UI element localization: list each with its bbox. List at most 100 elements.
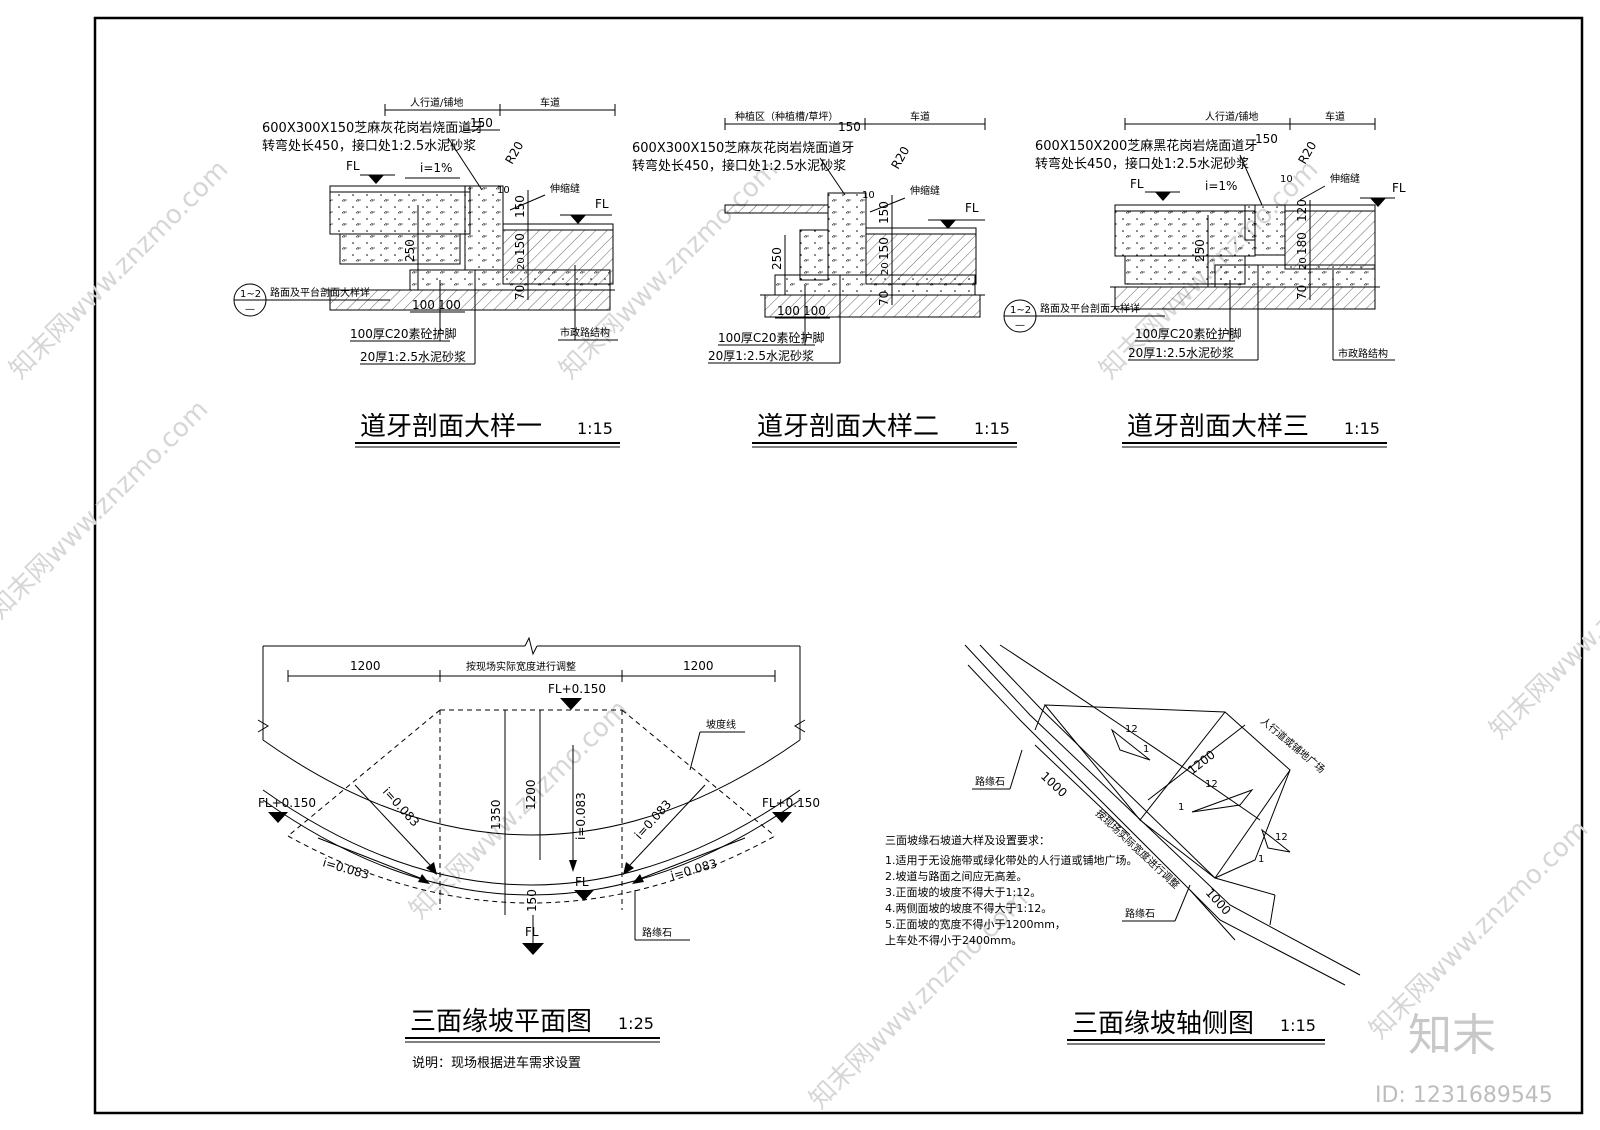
r20-label: R20 <box>1295 139 1319 166</box>
ref-text: 路面及平台剖面大样详 <box>1040 302 1140 315</box>
plan-fl-left: FL+0.150 <box>258 796 316 810</box>
ref-text: 路面及平台剖面大样详 <box>270 286 370 299</box>
expansion-joint-label: 伸缩缝 <box>1330 172 1360 185</box>
ratio-c1: 1 <box>1258 854 1264 865</box>
section-2-scale: 1:15 <box>974 419 1010 438</box>
plan-curb-stone-label: 路缘石 <box>642 926 672 939</box>
curb-spec-line1: 600X300X150芝麻灰花岗岩烧面道牙 <box>632 140 854 156</box>
axon-req-item: 1.适用于无设施带或绿化带处的人行道或铺地广场。 <box>885 853 1138 867</box>
plan-title: 三面缘坡平面图 <box>410 1007 592 1037</box>
plan-slope-mid: i=0.083 <box>574 792 588 840</box>
dim-20: 20 <box>880 262 891 275</box>
axon-req-item: 2.坡道与路面之间应无高差。 <box>885 869 1028 883</box>
ref-sub: — <box>245 304 255 315</box>
axon-curb-top-label: 路缘石 <box>975 775 1005 788</box>
mortar-label: 20厚1:2.5水泥砂浆 <box>360 349 466 364</box>
dim-150-v: 150 <box>877 201 891 224</box>
dim-150-top: 150 <box>470 116 493 130</box>
watermark-text: 知末网www.znzmo.com <box>0 394 214 625</box>
municipal-label: 市政路结构 <box>1338 347 1388 360</box>
watermark-text: 知末网www.znzmo.com <box>4 154 235 385</box>
curb-spec-line1: 600X300X150芝麻灰花岗岩烧面道牙 <box>262 120 484 136</box>
plan-dim-1200: 1200 <box>524 779 538 810</box>
watermark-logo: 知末 <box>1408 1010 1496 1061</box>
section-3-scale: 1:15 <box>1344 419 1380 438</box>
dim-150-top: 150 <box>838 120 861 134</box>
plan-dim-150: 150 <box>525 889 539 912</box>
plan-dim-right: 1200 <box>683 659 714 673</box>
axon-req-item: 3.正面坡的坡度不得大于1:12。 <box>885 885 1041 899</box>
section-1-title: 道牙剖面大样一 <box>360 412 542 442</box>
dim-70: 70 <box>877 291 891 306</box>
section-2-title: 道牙剖面大样二 <box>757 412 939 442</box>
plan-dim-left: 1200 <box>350 659 381 673</box>
plan-fl-right: FL+0.150 <box>762 796 820 810</box>
dim-250: 250 <box>770 247 784 270</box>
municipal-label: 市政路结构 <box>560 326 610 339</box>
plan-view-ramp: 1200 按现场实际宽度进行调整 1200 FL+0.150 1350 1200… <box>257 636 820 1071</box>
dim-100a: 100 <box>777 304 800 318</box>
dim-250: 250 <box>403 239 417 262</box>
expansion-joint-label: 伸缩缝 <box>910 184 940 197</box>
plan-dim-1350: 1350 <box>489 799 503 830</box>
ratio-a: 12 <box>1125 724 1138 735</box>
fl-left-label: FL <box>346 159 360 173</box>
slope-label: i=1% <box>1205 179 1237 193</box>
base-concrete-label: 100厚C20素砼护脚 <box>1135 326 1242 341</box>
r10-label: 10 <box>862 190 875 201</box>
axon-curb-bottom-label: 路缘石 <box>1125 907 1155 920</box>
dim-100b: 100 <box>438 298 461 312</box>
label-sidewalk: 人行道/铺地 <box>410 96 463 109</box>
plan-fl-top: FL+0.150 <box>548 682 606 696</box>
dim-100a: 100 <box>412 298 435 312</box>
axon-req-title: 三面坡缘石坡道大样及设置要求： <box>885 833 1050 847</box>
curb-spec-line1: 600X150X200芝麻黑花岗岩烧面道牙 <box>1035 138 1257 154</box>
section-1-scale: 1:15 <box>577 419 613 438</box>
plan-note: 说明：现场根据进车需求设置 <box>412 1055 581 1071</box>
mortar-label: 20厚1:2.5水泥砂浆 <box>1128 345 1234 360</box>
dim-70: 70 <box>513 285 527 300</box>
section-detail-2: 种植区（种植槽/草坪） 车道 150 600X300X150芝麻灰花岗岩烧面道牙… <box>632 110 1017 448</box>
base-concrete-label: 100厚C20素砼护脚 <box>350 326 457 341</box>
fl-right-label: FL <box>595 197 609 211</box>
dim-150-v2: 150 <box>877 237 891 260</box>
base-concrete-label: 100厚C20素砼护脚 <box>718 330 825 345</box>
label-road: 车道 <box>1325 110 1345 123</box>
ref-number: 1~2 <box>240 289 261 300</box>
ratio-b1: 1 <box>1178 802 1184 813</box>
plan-fl-bottom: FL <box>525 925 539 939</box>
dim-20: 20 <box>516 257 527 270</box>
expansion-joint-label: 伸缩缝 <box>550 182 580 195</box>
section-detail-1: 人行道/铺地 车道 150 600X300X150芝麻灰花岗岩烧面道牙 转弯处长… <box>233 96 620 448</box>
ref-sub: — <box>1015 320 1025 331</box>
ratio-c: 12 <box>1275 832 1288 843</box>
fl-right-label: FL <box>965 201 979 215</box>
dim-150-v2: 150 <box>513 233 527 256</box>
fl-right-label: FL <box>1392 181 1406 195</box>
dim-120: 120 <box>1295 199 1309 222</box>
axonometric-view-ramp: 12 1 12 1 12 1 1200 1000 1000 按现场实际宽度进行调… <box>885 644 1361 1045</box>
curb-spec-line2: 转弯处长450，接口处1:2.5水泥砂浆 <box>262 138 476 154</box>
ratio-b: 12 <box>1205 779 1218 790</box>
mortar-label: 20厚1:2.5水泥砂浆 <box>708 348 814 363</box>
plan-slope-arc-left: i=0.083 <box>321 855 371 882</box>
axon-title: 三面缘坡轴侧图 <box>1072 1009 1254 1039</box>
watermark-text: 知末网www.znzmo.com <box>404 694 635 925</box>
slope-label: i=1% <box>420 161 452 175</box>
curb-spec-line2: 转弯处长450，接口处1:2.5水泥砂浆 <box>1035 156 1249 172</box>
label-planting: 种植区（种植槽/草坪） <box>735 110 838 123</box>
ratio-a1: 1 <box>1143 744 1149 755</box>
dim-250: 250 <box>1193 239 1207 262</box>
curb-spec-line2: 转弯处长450，接口处1:2.5水泥砂浆 <box>632 158 846 174</box>
dim-180: 180 <box>1295 232 1309 255</box>
axon-req-item: 5.正面坡的宽度不得小于1200mm， <box>885 917 1066 931</box>
r20-label: R20 <box>502 139 526 166</box>
r20-label: R20 <box>888 144 912 171</box>
sheet-border <box>93 16 1584 1115</box>
axon-scale: 1:15 <box>1280 1016 1316 1035</box>
r10-label: 10 <box>1280 174 1293 185</box>
fl-left-label: FL <box>1130 177 1144 191</box>
section-detail-3: 人行道/铺地 车道 150 600X150X200芝麻黑花岗岩烧面道牙 转弯处长… <box>1003 110 1406 448</box>
plan-slope-line-label: 坡度线 <box>706 718 736 731</box>
